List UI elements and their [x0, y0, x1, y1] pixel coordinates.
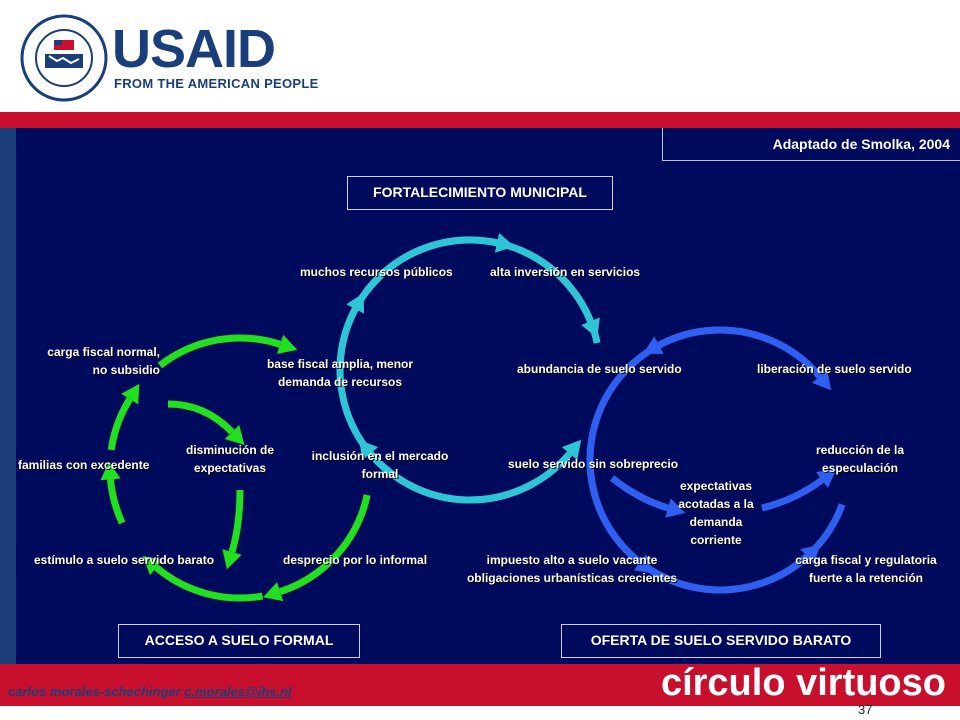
green-arrow-top — [157, 334, 298, 369]
box-oferta-suelo-servido: OFERTA DE SUELO SERVIDO BARATO — [561, 624, 881, 658]
usaid-wordmark: USAID — [112, 19, 276, 79]
cyan-arrow-bottom — [358, 439, 537, 504]
blue-arrow-right — [586, 326, 846, 594]
diagram-panel — [16, 128, 960, 664]
blue-arrow-inner-2 — [761, 469, 837, 512]
label-suelo-sin-sobreprecio: suelo servido sin sobreprecio — [508, 457, 679, 471]
label-familias: familias con excedente — [18, 458, 150, 472]
header: USAID FROM THE AMERICAN PEOPLE — [0, 0, 960, 112]
box-fortalecimiento-municipal: FORTALECIMIENTO MUNICIPAL — [347, 176, 613, 210]
label-alta-inversion: alta inversión en servicios — [490, 265, 641, 279]
usaid-tagline: FROM THE AMERICAN PEOPLE — [114, 76, 319, 91]
label-muchos-recursos: muchos recursos públicos — [300, 265, 453, 279]
label-carga-fiscal-normal: carga fiscal normal,no subsidio — [47, 345, 160, 377]
box-acceso-suelo-formal: ACCESO A SUELO FORMAL — [118, 624, 360, 658]
green-arrow-right — [263, 494, 371, 602]
green-arrow-inner-1 — [167, 400, 245, 445]
label-abundancia: abundancia de suelo servido — [517, 362, 682, 376]
green-arrow-left-lower — [100, 461, 126, 525]
footer-bar — [0, 664, 960, 706]
footer-white-strip — [0, 706, 960, 720]
slide-title: círculo virtuoso — [660, 662, 946, 704]
blue-arrow-inner-1 — [609, 475, 686, 518]
diagram-arrows — [100, 233, 846, 602]
author-name: carlos morales-schechinger — [8, 684, 181, 699]
cyan-arrow-left — [336, 293, 365, 375]
author-email-link[interactable]: c.morales@ihs.nl — [184, 684, 292, 699]
source-note: Adaptado de Smolka, 2004 — [662, 128, 960, 161]
page-number: 37 — [858, 702, 873, 717]
top-red-bar — [0, 112, 960, 128]
label-estimulo: estímulo a suelo servido barato — [34, 553, 215, 567]
usaid-seal — [20, 14, 108, 102]
label-liberacion: liberación de suelo servido — [757, 362, 912, 376]
left-accent-bar — [0, 128, 16, 664]
author-credit: carlos morales-schechinger c.morales@ihs… — [8, 684, 292, 699]
label-desprecio: desprecio por lo informal — [283, 553, 428, 567]
green-arrow-left-upper — [107, 383, 140, 451]
green-arrow-inner-2 — [222, 489, 244, 570]
green-arrow-bottom — [142, 556, 264, 602]
